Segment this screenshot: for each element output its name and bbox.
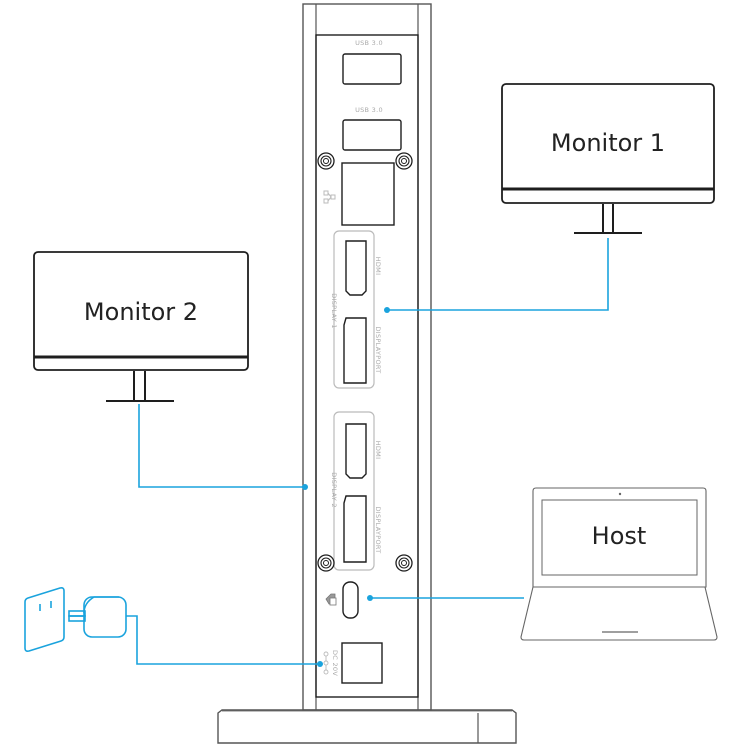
ethernet-port[interactable] — [341, 162, 395, 226]
screw-icon — [317, 554, 335, 572]
dock-base — [217, 709, 517, 744]
usb2-label: USB 3.0 — [355, 106, 383, 114]
cable-power — [126, 615, 323, 667]
host-label: Host — [592, 522, 647, 550]
cable-monitor2 — [138, 404, 308, 490]
usb1-label: USB 3.0 — [355, 39, 383, 47]
monitor-2-label: Monitor 2 — [84, 298, 198, 326]
screw-icon — [395, 554, 413, 572]
display2-port-group: HDMI DISPLAYPORT DISPLAY 2 — [330, 411, 382, 571]
usb-port-1[interactable] — [342, 53, 402, 85]
display1-port-group: HDMI DISPLAYPORT DISPLAY 1 — [330, 230, 382, 389]
display1-hdmi-label: HDMI — [374, 257, 382, 276]
wall-outlet-icon — [24, 587, 65, 652]
display2-displayport-port[interactable] — [343, 495, 367, 563]
display2-hdmi-label: HDMI — [374, 441, 382, 460]
monitor-2[interactable]: Monitor 2 — [33, 251, 249, 402]
screw-icon — [317, 152, 335, 170]
display2-displayport-label: DISPLAYPORT — [374, 506, 382, 553]
laptop-icon — [325, 593, 337, 606]
screw-icon — [395, 152, 413, 170]
docking-station: USB 3.0 USB 3.0 HD — [217, 3, 517, 744]
monitor-1-label: Monitor 1 — [551, 129, 665, 157]
display2-group-label: DISPLAY 2 — [330, 472, 338, 508]
dc-power-port[interactable] — [341, 642, 383, 684]
display1-group-label: DISPLAY 1 — [330, 293, 338, 329]
host-laptop[interactable]: Host — [520, 487, 718, 641]
display1-hdmi-port[interactable] — [345, 240, 367, 296]
usb-port-2[interactable] — [342, 119, 402, 151]
display1-displayport-label: DISPLAYPORT — [374, 326, 382, 373]
usbc-port[interactable] — [342, 581, 359, 619]
dock-port-panel — [315, 34, 419, 698]
cable-host — [367, 595, 524, 601]
dc-in-label: DC 20V — [331, 650, 339, 676]
network-icon — [323, 190, 336, 204]
dc-polarity-icon — [323, 651, 329, 675]
monitor-1[interactable]: Monitor 1 — [501, 83, 715, 234]
display2-hdmi-port[interactable] — [345, 423, 367, 479]
cable-monitor1 — [384, 238, 609, 313]
power-adapter-icon — [68, 596, 127, 638]
display1-displayport-port[interactable] — [343, 317, 367, 384]
